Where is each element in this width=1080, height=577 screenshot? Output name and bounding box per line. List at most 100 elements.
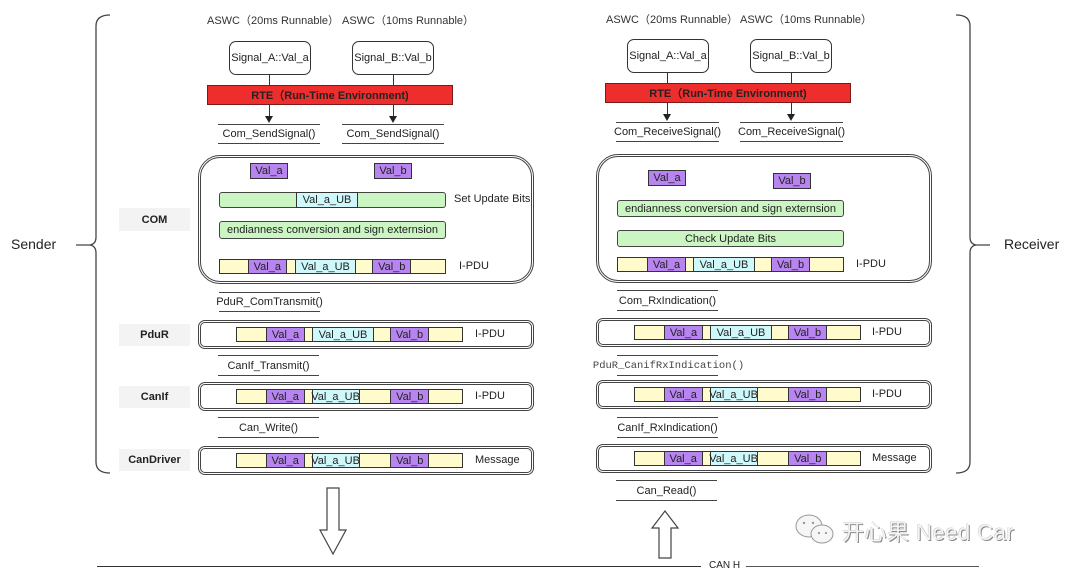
receiver-pdur-ipdu: Val_a Val_a_UB Val_b	[634, 325, 861, 340]
pdu-padding-segment	[410, 259, 446, 274]
pdu-signal-segment: Val_b	[788, 387, 828, 402]
receiver-candriver-message: Val_a Val_a_UB Val_b	[634, 451, 861, 466]
sender-canif-ipdu: Val_a Val_a_UB Val_b	[236, 389, 463, 404]
pdu-padding-segment	[428, 327, 463, 342]
pdu-signal-segment: Val_a	[664, 325, 703, 340]
receiver-canif-note: I-PDU	[872, 388, 902, 400]
pdu-padding-segment	[826, 325, 861, 340]
pdu-padding-segment	[634, 451, 665, 466]
arrow-down-icon	[663, 114, 671, 121]
sender-com-chip-val-a: Val_a	[250, 163, 288, 179]
pdu-padding-segment	[756, 451, 790, 466]
pdu-signal-segment: Val_a	[247, 259, 287, 274]
pdu-padding-segment	[826, 387, 861, 402]
pdu-padding-segment	[754, 257, 772, 272]
sender-rte-bar: RTE（Run-Time Environment)	[207, 85, 453, 105]
sender-candriver-message: Val_a Val_a_UB Val_b	[236, 453, 463, 468]
receiver-api-com-rxindication: Com_RxIndication()	[617, 290, 718, 311]
arrow-down-icon	[265, 116, 273, 123]
receiver-api-canif-rxindication: CanIf_RxIndication()	[617, 417, 718, 438]
pdu-update-bit-segment: Val_a_UB	[311, 389, 360, 404]
pdu-padding-segment	[428, 389, 463, 404]
pdu-signal-segment: Val_a	[663, 387, 703, 402]
pdu-signal-segment: Val_a	[663, 451, 703, 466]
pdu-signal-segment: Val_b	[390, 327, 429, 342]
sender-canif-note: I-PDU	[475, 390, 505, 402]
receiver-com-chip-val-a: Val_a	[648, 170, 686, 186]
sender-update-bit-segment: Val_a_UB	[296, 192, 358, 208]
sender-brace	[76, 14, 111, 474]
pdu-padding-segment	[617, 257, 648, 272]
sender-layer-label-candriver: CanDriver	[119, 449, 190, 471]
transmit-arrow-down-icon	[318, 487, 348, 556]
wechat-icon	[795, 514, 834, 544]
can-bus-label: CAN H	[709, 560, 741, 571]
pdu-padding-segment	[236, 327, 267, 342]
sender-set-update-bits-note: Set Update Bits	[454, 193, 531, 205]
receiver-endianness-bar: endianness conversion and sign externsio…	[617, 200, 844, 217]
pdu-padding-segment	[809, 257, 844, 272]
pdu-padding-segment	[236, 389, 267, 404]
sender-pdur-ipdu: Val_a Val_a_UB Val_b	[236, 327, 463, 342]
pdu-padding-segment	[428, 453, 463, 468]
pdu-padding-segment	[634, 325, 665, 340]
sender-layer-label-canif: CanIf	[119, 386, 190, 408]
pdu-padding-segment	[373, 327, 391, 342]
pdu-update-bit-segment: Val_a_UB	[709, 451, 758, 466]
arrow-down-icon	[389, 116, 397, 123]
receiver-com-ipdu: Val_a Val_a_UB Val_b	[617, 257, 844, 272]
sender-aswc-header-a: ASWC（20ms Runnable）	[207, 15, 340, 27]
receiver-signal-b-box: Signal_B::Val_b	[750, 39, 832, 73]
pdu-padding-segment	[236, 453, 267, 468]
receiver-com-chip-val-b: Val_b	[773, 173, 811, 189]
sender-signal-b-box: Signal_B::Val_b	[352, 41, 434, 75]
receiver-api-com-receive-b: Com_ReceiveSignal()	[738, 122, 845, 142]
receiver-brace	[955, 14, 990, 474]
receiver-rte-bar: RTE（Run-Time Environment)	[605, 83, 851, 103]
sender-layer-label-pdur: PduR	[119, 324, 190, 346]
sender-candriver-note: Message	[475, 454, 520, 466]
arrow-down-icon	[787, 114, 795, 121]
pdu-update-bit-segment: Val_a_UB	[312, 327, 374, 342]
pdu-padding-segment	[756, 387, 790, 402]
sender-layer-label-com: COM	[119, 208, 190, 231]
receiver-com-ipdu-note: I-PDU	[856, 258, 886, 270]
pdu-signal-segment: Val_a	[265, 453, 305, 468]
pdu-update-bit-segment: Val_a_UB	[693, 257, 755, 272]
sender-endianness-bar: endianness conversion and sign externsio…	[219, 221, 446, 239]
pdu-update-bit-segment: Val_a_UB	[294, 259, 357, 274]
sender-aswc-header-b: ASWC（10ms Runnable）	[342, 15, 475, 27]
pdu-update-bit-segment: Val_a_UB	[709, 387, 758, 402]
pdu-signal-segment: Val_b	[788, 325, 827, 340]
sender-pdur-note: I-PDU	[475, 328, 505, 340]
sender-com-chip-val-b: Val_b	[374, 163, 412, 179]
receiver-aswc-header-a: ASWC（20ms Runnable）	[606, 14, 739, 26]
pdu-signal-segment: Val_b	[771, 257, 810, 272]
receiver-api-com-receive-a: Com_ReceiveSignal()	[614, 122, 721, 142]
pdu-padding-segment	[826, 451, 861, 466]
pdu-padding-segment	[634, 387, 665, 402]
sender-com-ipdu-note: I-PDU	[459, 260, 489, 272]
receiver-api-can-read: Can_Read()	[616, 480, 717, 501]
receiver-check-update-bits-bar: Check Update Bits	[617, 230, 844, 247]
pdu-padding-segment	[358, 389, 392, 404]
pdu-signal-segment: Val_b	[390, 453, 430, 468]
sender-api-pdur-comtransmit: PduR_ComTransmit()	[216, 292, 323, 312]
sender-com-ipdu: Val_a Val_a_UB Val_b	[219, 259, 446, 274]
pdu-signal-segment: Val_b	[390, 389, 430, 404]
pdu-padding-segment	[355, 259, 374, 274]
pdu-signal-segment: Val_b	[372, 259, 412, 274]
pdu-padding-segment	[771, 325, 789, 340]
receiver-canif-ipdu: Val_a Val_a_UB Val_b	[634, 387, 861, 402]
watermark-text: 开心果 Need Car	[842, 520, 1015, 545]
receiver-candriver-note: Message	[872, 452, 917, 464]
pdu-padding-segment	[358, 453, 392, 468]
pdu-padding-segment	[219, 259, 249, 274]
sender-title: Sender	[11, 236, 57, 252]
receiver-api-pdur-canifrxindication: PduR_CanifRxIndication()	[592, 359, 745, 372]
receiver-signal-a-box: Signal_A::Val_a	[627, 39, 709, 73]
sender-api-can-write: Can_Write()	[218, 417, 319, 438]
sender-api-com-send-a: Com_SendSignal()	[218, 124, 320, 144]
can-bus-line	[97, 566, 701, 567]
receive-arrow-up-icon	[650, 510, 680, 559]
